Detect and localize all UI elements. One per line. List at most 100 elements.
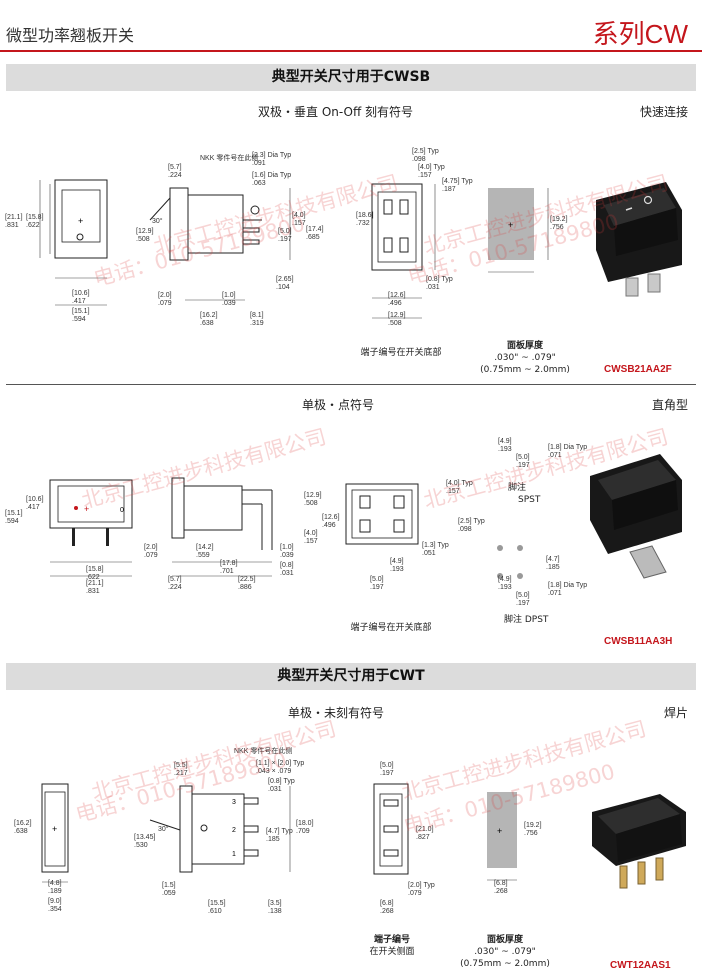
dim-label: [2.0] .079	[158, 292, 172, 307]
section1-subtitle: 双极・垂直 On-Off 刻有符号	[258, 105, 414, 119]
svg-text:+: +	[508, 220, 513, 230]
dim-label: [0.8] Typ .031	[268, 778, 295, 793]
section3-panel-label: 面板厚度	[486, 935, 523, 945]
dim-label: [0.8] Typ .031	[426, 276, 453, 291]
dim-label: [4.7] Typ .185	[266, 828, 293, 843]
section1-drawings: + +	[39, 179, 549, 319]
dim-label: [10.6] .417	[26, 496, 44, 511]
dim-label: [21.1] .831	[5, 214, 23, 229]
dim-label: [4.0] .157	[304, 530, 318, 545]
dim-label: [5.0] .197	[516, 592, 530, 607]
section3-panel-inch: .030" ~ .079"	[474, 947, 536, 957]
dim-label: [1.8] Dia Typ .071	[548, 582, 588, 597]
header-divider	[0, 50, 702, 52]
dim-label: [12.9] .508	[136, 228, 154, 243]
dim-label: [5.0] .197	[278, 228, 292, 243]
dim-label: [5.5] .217	[174, 762, 188, 777]
svg-text:0: 0	[120, 507, 124, 514]
product-photo-cwsb21	[596, 182, 682, 297]
section2-terminal-note: 端子编号在开关底部	[350, 623, 432, 633]
section1-panel-mm: (0.75mm ~ 2.0mm)	[480, 365, 570, 375]
dim-label: [16.2] .638	[14, 820, 32, 835]
product-photo-cwsb11	[590, 454, 682, 579]
dim-label: [15.1] .594	[5, 510, 23, 525]
section3-subtitle: 单极・未刻有符号	[288, 706, 385, 720]
section3-terminal-note-2: 在开关侧面	[369, 947, 415, 957]
dim-label: [5.0] .197	[370, 576, 384, 591]
dim-label: [21.0] .827	[416, 826, 434, 841]
dim-label: [15.1] .594	[72, 308, 90, 323]
svg-text:+: +	[497, 826, 502, 836]
section3-part-number: CWT12AAS1	[610, 960, 671, 971]
dim-label: [14.2] .559	[196, 544, 214, 559]
dim-label: NKK 零件号在此侧	[234, 748, 293, 755]
dim-label: [2.3] Dia Typ .091	[252, 152, 292, 167]
dim-label: [4.8] .189	[48, 880, 62, 895]
dim-label: [15.5] .610	[208, 900, 226, 915]
dim-label: [18.0] .709	[296, 820, 314, 835]
dim-label: [8.1] .319	[250, 312, 264, 327]
spst-label: 脚注	[508, 483, 527, 493]
section1-panel-label: 面板厚度	[506, 341, 543, 351]
dim-label: [1.5] .059	[162, 882, 176, 897]
dim-label: [12.9] .508	[304, 492, 322, 507]
dim-label: [17.8] .701	[220, 560, 238, 575]
series-title: 系列CW	[592, 19, 688, 49]
dim-label: [4.7] .185	[546, 556, 560, 571]
dim-label: [13.45] .530	[134, 834, 156, 849]
dim-label: [9.0] .354	[48, 898, 62, 913]
dim-label: [5.0] .197	[380, 762, 394, 777]
dim-label: [5.0] .197	[516, 454, 530, 469]
section2-subtitle: 单极・点符号	[302, 398, 375, 412]
dim-label: [1.0] .039	[222, 292, 236, 307]
dim-label: [1.8] Dia Typ .071	[548, 444, 588, 459]
dim-label: [3.5] .138	[268, 900, 282, 915]
dim-label: [5.7] .224	[168, 164, 182, 179]
section1-terminal-note: 端子编号在开关底部	[360, 348, 442, 358]
dim-label: [4.9] .193	[390, 558, 404, 573]
dim-label: [1.3] Typ .051	[422, 542, 449, 557]
section2-part-number: CWSB11AA3H	[604, 636, 673, 647]
product-photo-cwt12	[592, 794, 686, 889]
dim-label: [17.4] .685	[306, 226, 324, 241]
dim-label: [1.1] × [2.0] Typ .043 × .079	[256, 760, 305, 775]
dim-label: [22.5] .886	[238, 576, 256, 591]
dim-label: [19.2] .756	[524, 822, 542, 837]
dpst-label: 脚注 DPST	[504, 615, 549, 625]
dim-label: [1.0] .039	[280, 544, 294, 559]
dim-label: [4.0] .157	[292, 212, 306, 227]
section1-right-label: 快速连接	[639, 105, 688, 119]
dim-label: [19.2] .756	[550, 216, 568, 231]
dim-label: [2.5] Typ .098	[458, 518, 485, 533]
section2-right-label: 直角型	[651, 398, 688, 412]
dim-label: [5.7] .224	[168, 576, 182, 591]
dim-label: [4.0] Typ .157	[418, 164, 445, 179]
dim-label: [10.6] .417	[72, 290, 90, 305]
dim-label: [12.9] .508	[388, 312, 406, 327]
dim-label: [18.6] .732	[356, 212, 374, 227]
svg-text:+: +	[52, 824, 57, 834]
dim-label: [12.6] .496	[322, 514, 340, 529]
section2-drawings: + 0	[49, 477, 523, 579]
dim-label: [2.0] .079	[144, 544, 158, 559]
dim-label: [4.75] Typ .187	[442, 178, 473, 193]
svg-text:+: +	[78, 216, 83, 226]
section3-right-label: 焊片	[663, 706, 688, 720]
dim-label: [6.8] .268	[494, 880, 508, 895]
dim-label: NKK 零件号在此侧	[200, 155, 259, 162]
svg-text:1: 1	[232, 851, 236, 858]
dim-label: 30°	[158, 826, 169, 833]
dim-label: [2.5] Typ .098	[412, 148, 439, 163]
dim-label: [4.9] .193	[498, 576, 512, 591]
dim-label: [0.8] .031	[280, 562, 294, 577]
spst-text: SPST	[518, 495, 541, 505]
svg-text:3: 3	[232, 799, 236, 806]
dim-label: [6.8] .268	[380, 900, 394, 915]
section3-panel-mm: (0.75mm ~ 2.0mm)	[460, 959, 550, 969]
section1-part-number: CWSB21AA2F	[604, 364, 672, 375]
dim-label: [4.9] .193	[498, 438, 512, 453]
section1-panel-inch: .030" ~ .079"	[494, 353, 556, 363]
dim-label: [2.0] Typ .079	[408, 882, 435, 897]
dim-label: [16.2] .638	[200, 312, 218, 327]
header-title: 微型功率翘板开关	[6, 26, 135, 45]
